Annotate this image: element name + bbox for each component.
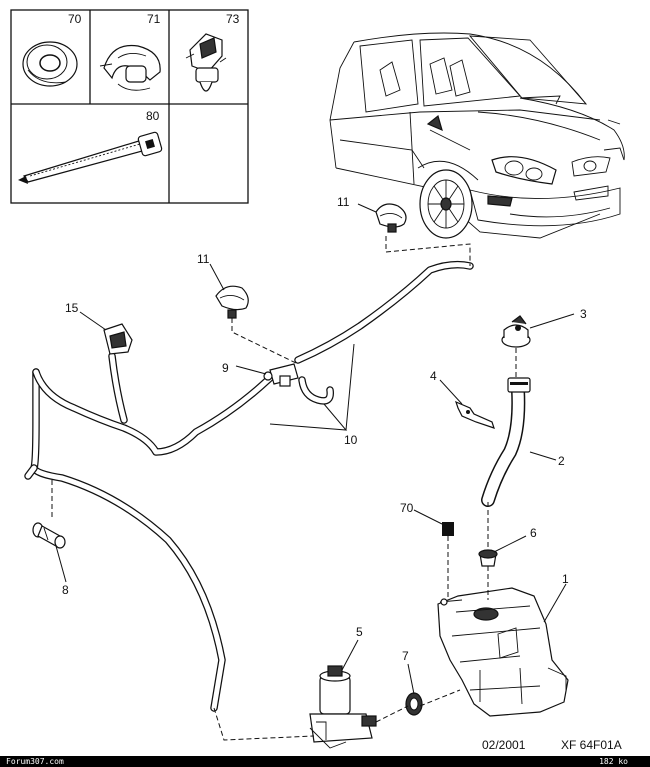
callout-10: 10 xyxy=(344,433,358,447)
washer-hoses xyxy=(24,260,474,712)
car-illustration xyxy=(329,32,625,239)
washer-reservoir xyxy=(437,587,569,717)
callout-numbers: 1 2 3 4 5 6 7 8 9 10 11 11 15 70 xyxy=(62,195,587,663)
inset-label-70: 70 xyxy=(68,12,82,26)
callout-6: 6 xyxy=(530,526,537,540)
grommet-6 xyxy=(478,549,498,567)
callout-7: 7 xyxy=(402,649,409,663)
callout-8: 8 xyxy=(62,583,69,597)
filler-bracket xyxy=(455,400,495,429)
footer-site-label: Forum307.com xyxy=(6,757,64,766)
hose-clip-15 xyxy=(103,323,133,355)
callout-9: 9 xyxy=(222,361,229,375)
assembly-lines xyxy=(51,236,517,741)
callout-3: 3 xyxy=(580,307,587,321)
grommet-part-illustration xyxy=(22,41,78,87)
filler-pipe xyxy=(481,377,531,507)
hose-clip-part-illustration xyxy=(99,44,161,91)
grommet-70 xyxy=(442,522,454,536)
callout-4: 4 xyxy=(430,369,437,383)
connector-clip-part-illustration xyxy=(185,33,227,92)
cable-tie-part-illustration xyxy=(18,131,163,184)
washer-pump xyxy=(309,665,377,749)
callout-15: 15 xyxy=(65,301,79,315)
hose-connector-8 xyxy=(32,522,66,549)
leader-lines xyxy=(55,203,575,695)
callout-11-upper: 11 xyxy=(337,195,350,209)
inset-label-71: 71 xyxy=(147,12,161,26)
callout-2: 2 xyxy=(558,454,565,468)
callout-5: 5 xyxy=(356,625,363,639)
parts-inset: 70 71 73 80 xyxy=(10,9,249,204)
washer-nozzle-lower xyxy=(215,285,249,319)
pump-seal xyxy=(405,692,423,716)
callout-11-lower: 11 xyxy=(197,252,210,266)
inset-label-73: 73 xyxy=(226,12,240,26)
footer-bar xyxy=(0,756,650,767)
washer-nozzle-upper xyxy=(375,203,407,233)
drawing-date: 02/2001 xyxy=(482,738,526,752)
drawing-reference-code: XF 64F01A xyxy=(561,738,622,752)
inset-label-80: 80 xyxy=(146,109,160,123)
filler-cap xyxy=(501,315,531,348)
callout-70: 70 xyxy=(400,501,414,515)
callout-1: 1 xyxy=(562,572,569,586)
tee-connector xyxy=(263,363,299,387)
footer-size-label: 182 ko xyxy=(599,757,628,766)
